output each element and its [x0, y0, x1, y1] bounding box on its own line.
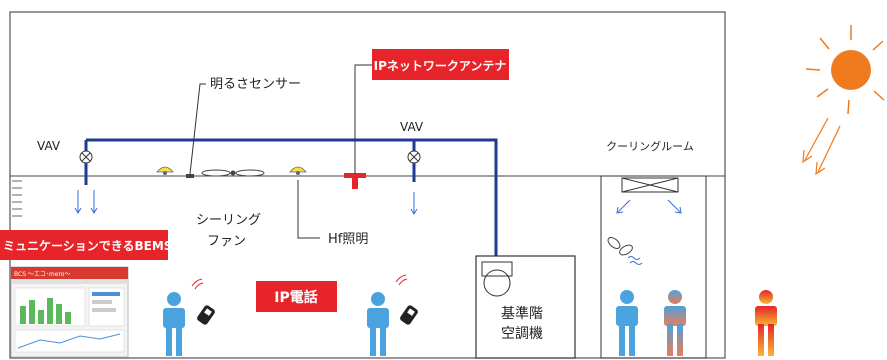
- sunlight-arrows: [802, 117, 841, 176]
- ip-phone-label: IP電話: [274, 289, 317, 306]
- ip-antenna-icon: [344, 173, 366, 189]
- signal-waves-icon: [191, 278, 204, 290]
- brightness-sensor-label: 明るさセンサー: [210, 77, 301, 92]
- ahu-unit-box: [475, 255, 576, 359]
- mobile-phone-icon: [197, 305, 215, 325]
- airflow-arrow-right: [410, 192, 418, 215]
- person-icon: [755, 290, 777, 356]
- bems-label: ミュニケーションできるBEMS: [3, 239, 172, 253]
- ahu-fan-icon: [481, 261, 513, 297]
- bems-label-box: [0, 230, 168, 260]
- light-fixture-left: [156, 166, 174, 175]
- building-outline: [9, 11, 726, 359]
- cooling-room-box: [600, 175, 707, 359]
- person-icon: [616, 290, 638, 356]
- person-icon: [163, 292, 185, 356]
- ip-phone-label-box: [256, 281, 337, 312]
- mobile-phone-icon: [400, 305, 418, 325]
- sensor-callout-line: [189, 83, 206, 175]
- bems-screen-thumbnail: BCS ～エコ･mero～: [10, 266, 129, 358]
- cooling-airflow-arrows: [616, 199, 682, 214]
- brightness-sensor-icon: [186, 174, 194, 178]
- vav-label-right: VAV: [400, 120, 424, 134]
- air-duct: [86, 138, 498, 256]
- person-icon: [367, 292, 389, 356]
- hf-callout-line: [297, 180, 320, 239]
- signal-waves-icon: [395, 274, 408, 286]
- ip-antenna-label: IPネットワークアンテナ: [374, 59, 507, 73]
- sun-icon: [805, 25, 885, 115]
- vav-valve-left: [79, 150, 93, 164]
- ceiling-fan-icon: [201, 169, 265, 177]
- person-icon: [664, 290, 686, 356]
- hf-lighting-label: Hf照明: [328, 232, 368, 247]
- wall-ticks: [12, 180, 22, 217]
- ahu-label-1: 基準階: [501, 305, 543, 322]
- ip-antenna-label-box: [372, 49, 509, 80]
- vav-valve-right: [407, 150, 421, 164]
- bems-screen-header: BCS ～エコ･mero～: [14, 271, 70, 278]
- light-fixture-hf: [289, 166, 307, 175]
- ceiling-fan-label-2: ファン: [207, 234, 246, 249]
- cooling-room-label: クーリングルーム: [606, 139, 694, 153]
- ahu-label-2: 空調機: [501, 326, 543, 342]
- antenna-callout-line: [354, 64, 372, 174]
- cooling-fan-icon: [607, 237, 643, 265]
- airflow-arrows-left: [74, 190, 98, 214]
- ceiling-fan-label-1: シーリング: [196, 213, 261, 228]
- vav-label-left: VAV: [37, 139, 61, 153]
- cooling-unit-icon: [621, 177, 679, 193]
